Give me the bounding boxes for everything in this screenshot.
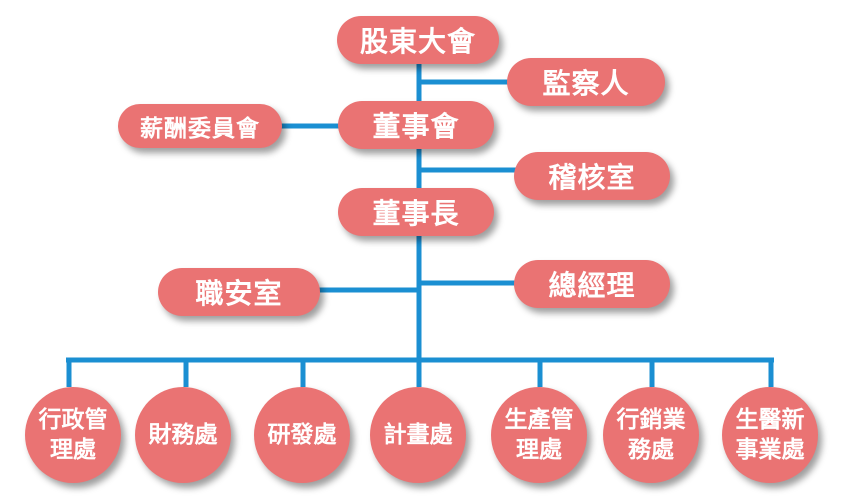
node-shareholders: 股東大會	[337, 16, 499, 64]
node-board: 董事會	[338, 101, 494, 149]
node-chairman: 董事長	[338, 188, 494, 236]
node-general-manager: 總經理	[514, 260, 670, 308]
dept-marketing-sales: 行銷業 務處	[603, 387, 699, 483]
node-remuneration-committee: 薪酬委員會	[118, 104, 282, 148]
node-safety-office: 職安室	[158, 268, 320, 316]
dept-finance: 財務處	[135, 387, 231, 483]
dept-biomedical-business: 生醫新 事業處	[722, 387, 818, 483]
dept-rnd: 研發處	[254, 387, 350, 483]
dept-planning: 計畫處	[370, 387, 466, 483]
dept-admin: 行政管 理處	[25, 387, 121, 483]
node-supervisor: 監察人	[507, 58, 665, 106]
dept-production: 生產管 理處	[491, 387, 587, 483]
node-audit-office: 稽核室	[514, 152, 670, 200]
